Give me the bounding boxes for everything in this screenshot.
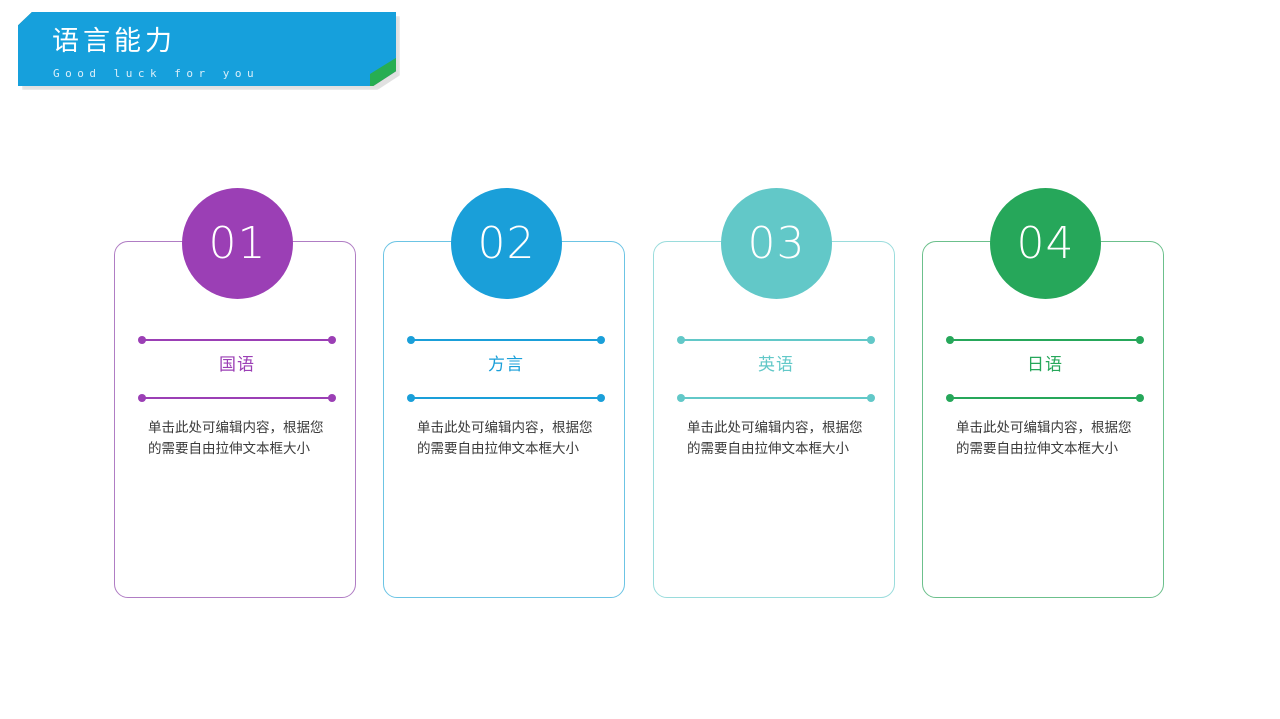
divider-dot-right-icon [328,394,336,402]
card-title-block: 英语 [677,336,875,404]
divider-rule-bottom [677,394,875,403]
divider-dot-left-icon [946,394,954,402]
card-title: 英语 [758,355,794,375]
card-title: 方言 [488,355,524,375]
card-number-badge[interactable]: 04 [990,188,1101,299]
card-outline [383,241,625,598]
divider-rule-bottom [138,394,336,403]
divider-dot-right-icon [597,394,605,402]
card-title-block: 日语 [946,336,1144,404]
divider-rule-top [138,336,336,345]
card-outline [114,241,356,598]
divider-line [950,397,1140,399]
divider-dot-left-icon [138,394,146,402]
divider-dot-right-icon [867,336,875,344]
card-01[interactable]: 01 国语单击此处可编辑内容，根据您的需要自由拉伸文本框大小 [114,188,358,600]
banner-text-group: 语言能力 Good luck for you [18,12,396,86]
cards-row: 01 国语单击此处可编辑内容，根据您的需要自由拉伸文本框大小 02 方言单击此处可编辑… [114,188,1166,600]
card-04[interactable]: 04 日语单击此处可编辑内容，根据您的需要自由拉伸文本框大小 [922,188,1166,600]
divider-dot-right-icon [867,394,875,402]
page-title: 语言能力 [52,26,176,57]
card-number-badge[interactable]: 02 [451,188,562,299]
divider-dot-left-icon [138,336,146,344]
card-02[interactable]: 02 方言单击此处可编辑内容，根据您的需要自由拉伸文本框大小 [383,188,627,600]
divider-dot-left-icon [677,336,685,344]
divider-rule-top [407,336,605,345]
divider-rule-bottom [407,394,605,403]
divider-rule-bottom [946,394,1144,403]
header-banner: 语言能力 Good luck for you [18,12,400,90]
card-title-block: 国语 [138,336,336,404]
card-body-text[interactable]: 单击此处可编辑内容，根据您的需要自由拉伸文本框大小 [956,420,1132,457]
divider-line [681,397,871,399]
divider-dot-left-icon [407,336,415,344]
divider-dot-right-icon [1136,336,1144,344]
divider-line [142,339,332,341]
page-subtitle: Good luck for you [53,67,260,80]
divider-dot-right-icon [328,336,336,344]
card-03[interactable]: 03 英语单击此处可编辑内容，根据您的需要自由拉伸文本框大小 [653,188,897,600]
divider-line [411,397,601,399]
divider-rule-top [946,336,1144,345]
card-title: 国语 [219,355,255,375]
divider-rule-top [677,336,875,345]
divider-line [411,339,601,341]
card-title-block: 方言 [407,336,605,404]
card-body-text[interactable]: 单击此处可编辑内容，根据您的需要自由拉伸文本框大小 [417,420,593,457]
divider-line [950,339,1140,341]
card-number-badge[interactable]: 01 [182,188,293,299]
divider-dot-right-icon [597,336,605,344]
card-outline [653,241,895,598]
card-title: 日语 [1027,355,1063,375]
divider-dot-left-icon [946,336,954,344]
card-body-text[interactable]: 单击此处可编辑内容，根据您的需要自由拉伸文本框大小 [687,420,863,457]
divider-dot-left-icon [407,394,415,402]
card-body-text[interactable]: 单击此处可编辑内容，根据您的需要自由拉伸文本框大小 [148,420,324,457]
divider-dot-right-icon [1136,394,1144,402]
banner-blue-fill [40,12,370,86]
divider-dot-left-icon [677,394,685,402]
card-number-badge[interactable]: 03 [721,188,832,299]
divider-line [681,339,871,341]
card-outline [922,241,1164,598]
divider-line [142,397,332,399]
